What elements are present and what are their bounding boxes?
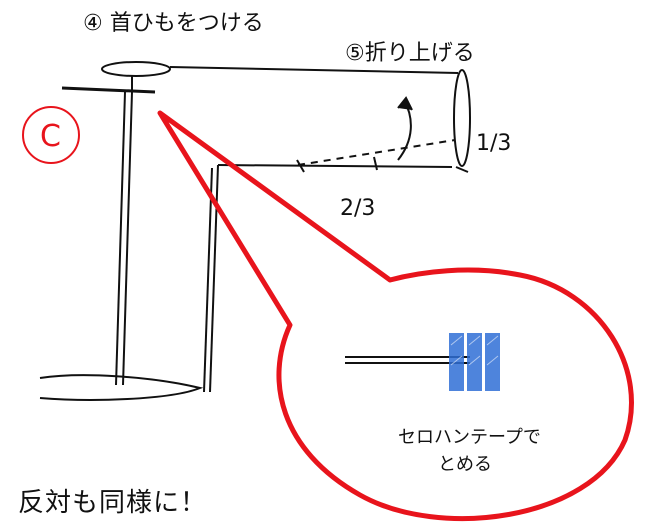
part-marker-label: C: [40, 119, 61, 154]
taped-stick-detail: [345, 333, 500, 391]
callout-outline: [157, 110, 634, 522]
left-stick-assembly: [39, 61, 204, 401]
fold-panel: [203, 69, 471, 393]
stick-right-edge: [122, 91, 133, 386]
ground-shadow: [39, 374, 204, 401]
one-third-label: 1/3: [476, 131, 511, 156]
step4-label: ④ 首ひもをつける: [83, 11, 264, 36]
tape-note-line2: とめる: [438, 454, 492, 475]
tape-note-line1: セロハンテープで: [398, 427, 541, 448]
neck-string: [169, 66, 459, 74]
fold-lens: [453, 69, 471, 167]
footer-note: 反対も同様に！: [18, 488, 208, 518]
stick-left-edge: [115, 91, 126, 386]
part-marker-circle: [22, 106, 80, 164]
tape-strip: [449, 333, 464, 391]
two-thirds-label: 2/3: [340, 196, 375, 221]
top-bulb: [101, 61, 171, 77]
crossbar: [61, 86, 156, 94]
fold-line-dashed: [297, 139, 456, 166]
step5-label: ⑤折り上げる: [345, 41, 475, 66]
fold-arrow-icon: [397, 96, 413, 161]
